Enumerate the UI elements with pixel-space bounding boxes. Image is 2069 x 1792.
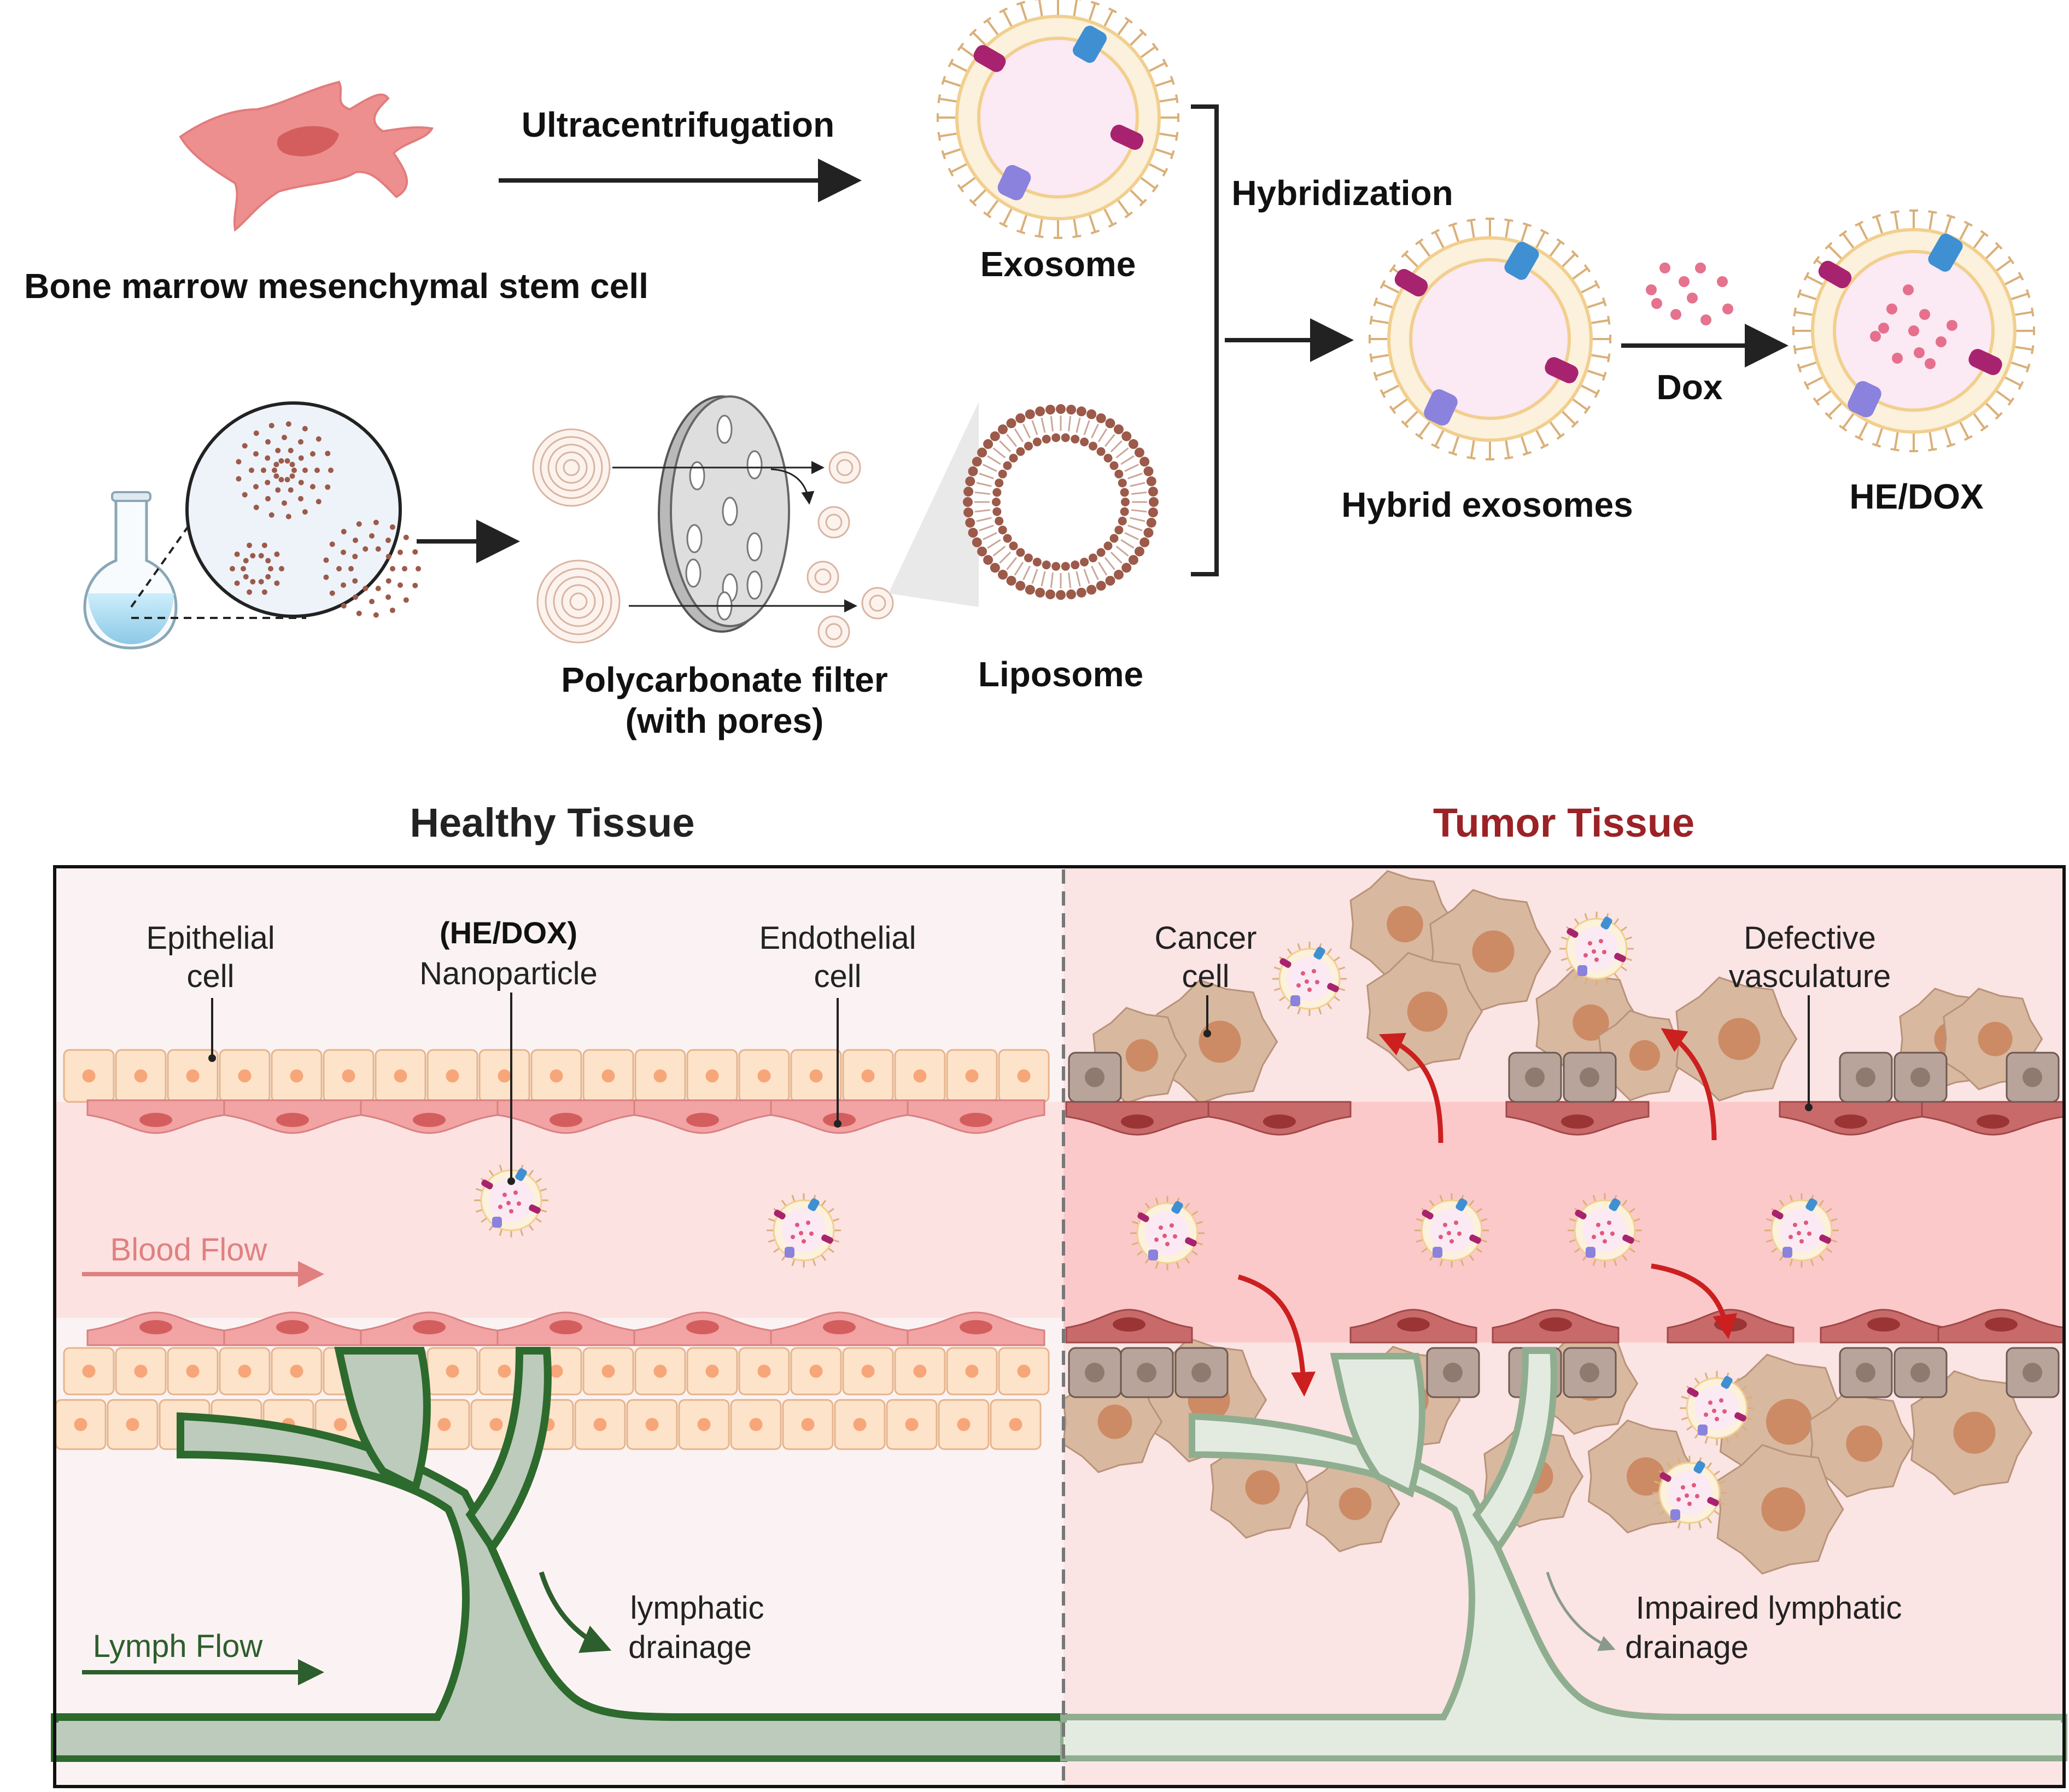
hybrid-exosomes-label: Hybrid exosomes xyxy=(1341,485,1633,524)
stem-cell-label: Bone marrow mesenchymal stem cell xyxy=(24,266,648,306)
membrane-protein-purple xyxy=(973,45,1006,72)
tumor-lymphatic-vessel xyxy=(1060,1347,2067,1761)
defective-vasculature-label-line1: Defective xyxy=(1744,920,1876,956)
epithelial-label-line1: Epithelial xyxy=(146,920,274,956)
tumor-extravasation-arrows xyxy=(1237,1028,1738,1397)
endothelial-label-line2: cell xyxy=(814,959,861,994)
tissue-panel xyxy=(51,865,2067,1788)
lymphatic-drainage-label-line1: lymphatic xyxy=(630,1590,764,1626)
liposome-illustration xyxy=(963,404,1159,600)
cancer-cell-label-line2: cell xyxy=(1182,959,1229,994)
healthy-tissue-title: Healthy Tissue xyxy=(410,800,695,845)
nanoparticle-label-line1: (HE/DOX) xyxy=(440,915,577,950)
defective-vasculature-label-line2: vasculature xyxy=(1729,959,1891,994)
dox-molecules-icon xyxy=(1646,262,1733,325)
panel-border xyxy=(53,865,2066,1788)
impaired-drainage-label-line2: drainage xyxy=(1625,1630,1749,1665)
epithelial-label-line2: cell xyxy=(186,959,234,994)
tumor-blood-vessel xyxy=(1063,1102,2064,1342)
lymph-flow-label: Lymph Flow xyxy=(93,1628,264,1664)
filter-label-line1: Polycarbonate filter xyxy=(561,660,888,699)
flask-icon xyxy=(83,491,178,650)
exosome-illustration xyxy=(937,0,1179,239)
lymphatic-drainage-arrow xyxy=(539,1571,612,1653)
impaired-drainage-label-line1: Impaired lymphatic xyxy=(1636,1590,1902,1626)
healthy-lymphatic-vessel xyxy=(51,1347,1067,1762)
membrane-protein-purple xyxy=(1110,125,1144,150)
hybridization-bracket xyxy=(1191,104,1219,576)
impaired-drainage-arrow xyxy=(1546,1572,1616,1651)
polycarbonate-filter-illustration xyxy=(532,395,979,648)
tumor-tissue-title: Tumor Tissue xyxy=(1433,800,1694,845)
hybrid-exosome-illustration xyxy=(1369,218,1611,460)
membrane-protein-lavender xyxy=(997,165,1031,201)
tumor-cancer-cells xyxy=(1062,870,2043,1575)
he-dox-illustration xyxy=(1792,209,2035,452)
healthy-endothelial-layer-top xyxy=(86,1099,1045,1134)
mesenchymal-stem-cell-illustration xyxy=(179,80,434,232)
liposome-label: Liposome xyxy=(978,655,1143,694)
lymphatic-drainage-label-line2: drainage xyxy=(628,1630,752,1665)
filter-label-line2: (with pores) xyxy=(626,701,824,740)
nanoparticle-label-line2: Nanoparticle xyxy=(419,956,598,991)
healthy-epithelial-layer-top xyxy=(63,1049,1050,1103)
cancer-cell-label-line1: Cancer xyxy=(1155,920,1257,956)
healthy-blood-vessel xyxy=(55,1102,1063,1318)
exosome-label: Exosome xyxy=(980,244,1136,284)
he-dox-label: HE/DOX xyxy=(1849,477,1984,516)
endothelial-label-line1: Endothelial xyxy=(759,920,916,956)
healthy-epithelial-layer-bottom xyxy=(55,1347,1050,1450)
he-dox-nanoparticles xyxy=(474,912,1839,1530)
hybridization-label: Hybridization xyxy=(1231,173,1453,213)
liposome-magnified-view xyxy=(130,401,421,619)
blood-flow-label: Blood Flow xyxy=(110,1232,268,1268)
healthy-endothelial-layer-bottom xyxy=(86,1311,1045,1346)
membrane-channel-blue xyxy=(1072,26,1107,63)
dox-label: Dox xyxy=(1657,367,1723,407)
ultracentrifugation-label: Ultracentrifugation xyxy=(522,105,834,144)
